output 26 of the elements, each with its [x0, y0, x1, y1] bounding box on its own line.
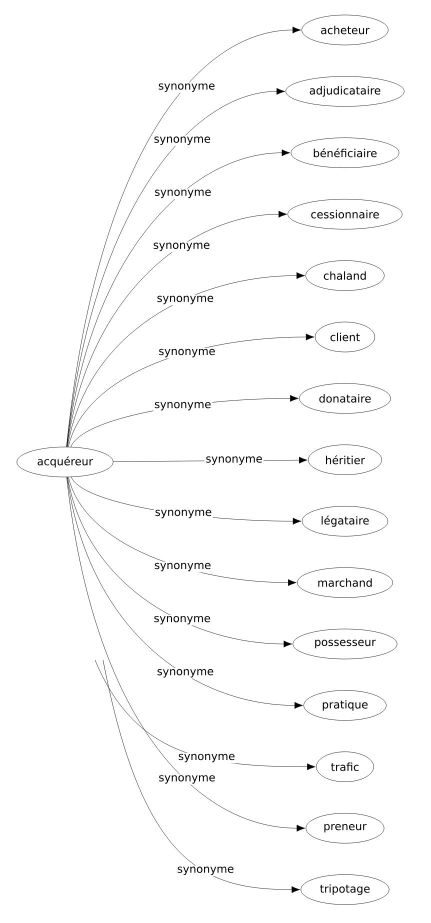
edge-label: synonyme: [152, 614, 212, 626]
arrow: [66, 476, 306, 832]
arrow: [66, 88, 285, 447]
arrow: [66, 26, 301, 447]
edge-label: synonyme: [152, 242, 212, 252]
arrow: [68, 334, 314, 448]
arrow: [68, 476, 296, 586]
arrow: [67, 476, 292, 648]
edge-label: synonyme: [158, 348, 216, 358]
edge-label: synonyme: [156, 294, 215, 306]
edge-label: synonyme: [153, 400, 212, 412]
edge-label: synonyme: [158, 774, 216, 785]
edge-label: synonyme: [154, 508, 213, 520]
edge-label: synonyme: [156, 668, 215, 678]
arrow: [67, 272, 305, 448]
edge-label: synonyme: [176, 866, 235, 876]
arrow: [66, 476, 303, 709]
arrow: [66, 149, 290, 447]
arrow: [102, 660, 300, 893]
edge-label: synonyme: [177, 752, 236, 764]
edge-label: synonyme: [153, 188, 212, 200]
arrow: [66, 210, 288, 447]
edge-label: synonyme: [157, 82, 216, 93]
edge-label: synonyme: [153, 562, 212, 572]
edge-label: synonyme: [204, 455, 264, 466]
edge-label: synonyme: [152, 136, 212, 146]
